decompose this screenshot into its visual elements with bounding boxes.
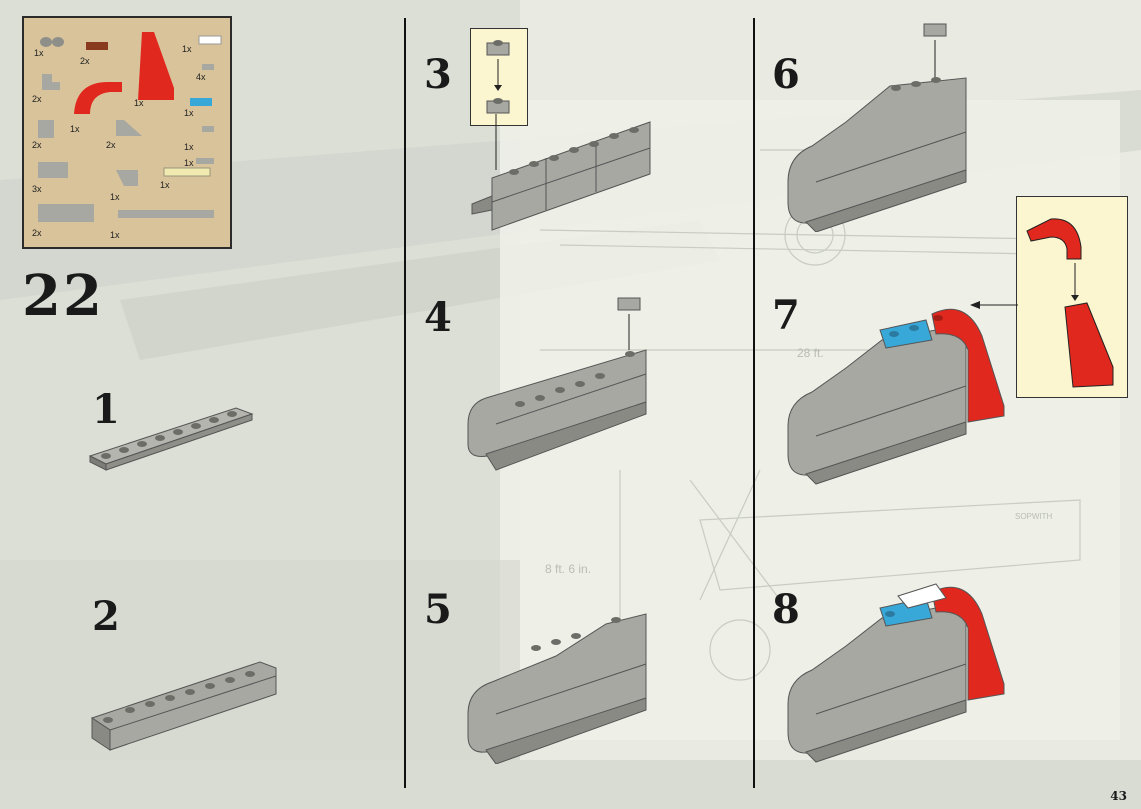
step-6-model — [787, 23, 967, 232]
grey-brick-1x2-icon — [38, 162, 68, 178]
step-7-model — [787, 308, 1005, 485]
red-slope-icon — [138, 32, 174, 100]
step-number: 2 — [92, 593, 120, 640]
qty-label: 1x — [184, 158, 194, 168]
qty-label: 2x — [80, 56, 90, 66]
qty-label: 3x — [32, 184, 42, 194]
qty-label: 1x — [34, 48, 44, 58]
qty-label: 1x — [184, 142, 194, 152]
red-arch-icon — [74, 82, 122, 114]
column-divider — [753, 18, 755, 788]
step-2-model — [90, 661, 277, 751]
step-number: 7 — [772, 292, 800, 339]
step-number: 8 — [772, 586, 800, 633]
parts-illustrations — [38, 32, 222, 222]
grey-slope-icon — [116, 120, 142, 136]
qty-label: 1x — [160, 180, 170, 190]
tan-plate-icon — [163, 167, 211, 177]
qty-label: 2x — [32, 94, 42, 104]
grey-round-plate-icon — [202, 126, 214, 132]
qty-label: 2x — [32, 140, 42, 150]
grey-slope-inverted-icon — [116, 170, 138, 186]
page-step-number: 22 — [22, 263, 104, 329]
grey-bracket-icon — [42, 74, 60, 90]
height-label: 8 ft. 6 in. — [545, 562, 592, 576]
column-divider — [404, 18, 406, 788]
qty-label: 1x — [70, 124, 80, 134]
step-8-model — [787, 583, 1005, 763]
qty-label: 1x — [134, 98, 144, 108]
grey-plate-icon — [202, 64, 214, 70]
step-number: 3 — [424, 51, 452, 98]
step-5-model — [467, 613, 647, 764]
grey-binoculars-icon — [40, 37, 64, 47]
brown-tile-icon — [86, 42, 108, 50]
step-number: 1 — [92, 386, 120, 433]
qty-label: 2x — [106, 140, 116, 150]
grey-brick-1x1-icon — [38, 120, 54, 138]
qty-label: 2x — [32, 228, 42, 238]
step-number: 4 — [424, 294, 452, 341]
qty-label: 1x — [110, 230, 120, 240]
parts-list: 1x 2x 1x 1x 2x 4x 1x 1x 1x 2x 2x 1x 3x 1… — [22, 16, 232, 249]
step-3-model — [471, 114, 651, 231]
step-3-callout — [470, 28, 528, 126]
step-number: 6 — [772, 51, 800, 98]
step-number: 5 — [424, 586, 452, 633]
step-7-arrow — [970, 301, 1018, 309]
grey-plate-1x2-icon — [196, 158, 214, 164]
grey-plate-1x8-icon — [118, 210, 214, 218]
white-tile-icon — [198, 35, 222, 45]
grey-brick-1x4-icon — [38, 204, 94, 222]
step-1-model — [88, 407, 254, 471]
step-7-callout — [1016, 196, 1128, 398]
wingspan-label: 28 ft. — [797, 346, 824, 360]
step-4-model — [467, 297, 647, 471]
qty-label: 1x — [182, 44, 192, 54]
blue-plate-icon — [190, 98, 212, 106]
qty-label: 1x — [184, 108, 194, 118]
qty-label: 4x — [196, 72, 206, 82]
page-number: 43 — [1110, 789, 1127, 803]
fuselage-text: SOPWITH — [1015, 512, 1053, 521]
qty-label: 1x — [110, 192, 120, 202]
